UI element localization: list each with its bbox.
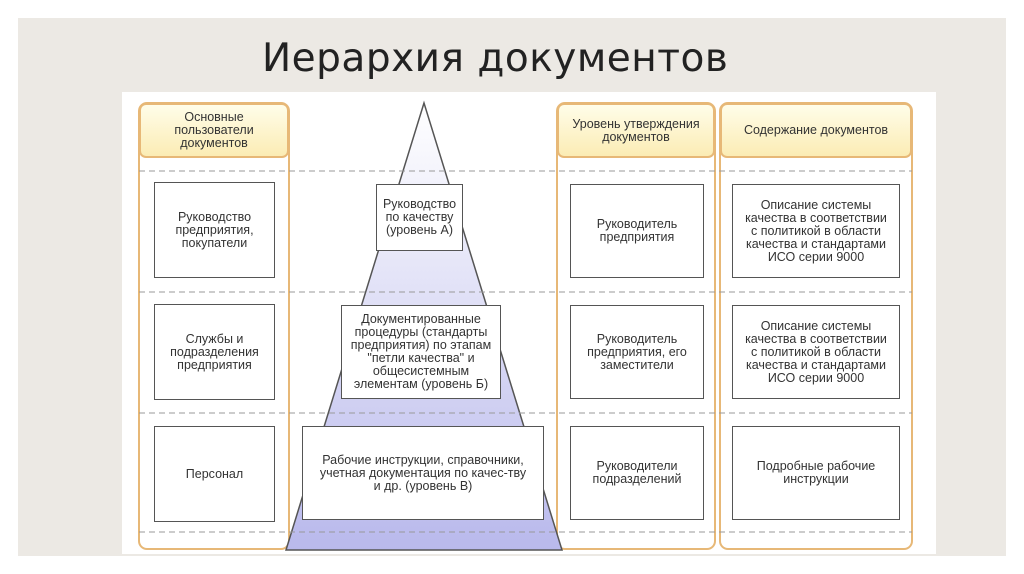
- content-column-header: Содержание документов: [720, 103, 912, 158]
- approval-cell-level-b: Руководитель предприятия, его заместител…: [570, 305, 704, 399]
- pyramid-level-b: Документированные процедуры (стандарты п…: [341, 305, 501, 399]
- users-cell-level-b: Службы и подразделения предприятия: [154, 304, 275, 400]
- approval-column-header: Уровень утверждения документов: [557, 103, 715, 158]
- pyramid-level-a: Руководство по качеству (уровень А): [376, 184, 463, 251]
- content-cell-level-b: Описание системы качества в соответствии…: [732, 305, 900, 399]
- content-cell-level-c: Подробные рабочие инструкции: [732, 426, 900, 520]
- users-cell-level-c: Персонал: [154, 426, 275, 522]
- users-column-header: Основные пользователи документов: [139, 103, 289, 158]
- slide-title: Иерархия документов: [262, 36, 729, 81]
- pyramid-level-c: Рабочие инструкции, справочники, учетная…: [302, 426, 544, 520]
- users-cell-level-a: Руководство предприятия, покупатели: [154, 182, 275, 278]
- approval-cell-level-a: Руководитель предприятия: [570, 184, 704, 278]
- content-cell-level-a: Описание системы качества в соответствии…: [732, 184, 900, 278]
- diagram-panel: Основные пользователи документов Уровень…: [122, 92, 936, 554]
- approval-cell-level-c: Руководители подразделений: [570, 426, 704, 520]
